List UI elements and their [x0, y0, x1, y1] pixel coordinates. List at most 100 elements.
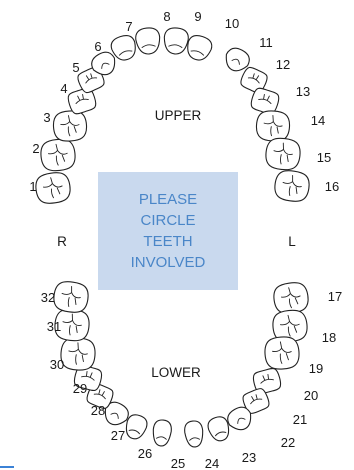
tooth-19[interactable] — [264, 336, 300, 370]
tooth-15-outline — [265, 137, 301, 171]
tooth-11-fissure — [231, 58, 240, 65]
teeth-group — [34, 27, 311, 448]
tooth-11[interactable] — [221, 45, 253, 76]
tooth-26[interactable] — [123, 412, 149, 441]
tooth-1-outline — [35, 172, 71, 204]
tooth-number-24: 24 — [205, 456, 219, 470]
tooth-23-fissure — [214, 431, 227, 437]
tooth-7-fissure — [118, 50, 133, 56]
tooth-number-23: 23 — [242, 450, 256, 465]
tooth-21[interactable] — [241, 387, 271, 416]
tooth-10[interactable] — [184, 33, 214, 63]
instruction-line: TEETH — [143, 233, 193, 250]
tooth-5-outline — [77, 66, 105, 94]
tooth-number-8: 8 — [163, 9, 170, 24]
tooth-8-outline — [135, 27, 161, 55]
tooth-number-20: 20 — [304, 388, 318, 403]
tooth-30-outline — [60, 337, 96, 371]
tooth-number-2: 2 — [32, 141, 39, 156]
tooth-3[interactable] — [52, 110, 88, 142]
tooth-30-fissure — [68, 342, 88, 365]
tooth-15[interactable] — [264, 137, 301, 171]
tooth-26-fissure — [128, 429, 141, 435]
tooth-number-30: 30 — [50, 357, 64, 372]
tooth-32[interactable] — [52, 280, 90, 314]
tooth-13[interactable] — [249, 86, 281, 115]
tooth-number-22: 22 — [281, 435, 295, 450]
tooth-20-fissure — [260, 374, 274, 384]
tooth-15-fissure — [273, 142, 293, 165]
tooth-30[interactable] — [60, 337, 96, 371]
tooth-number-28: 28 — [91, 403, 105, 418]
tooth-8[interactable] — [135, 27, 162, 55]
tooth-number-7: 7 — [125, 19, 132, 34]
tooth-10-fissure — [190, 50, 205, 56]
tooth-12[interactable] — [239, 65, 270, 94]
tooth-18-fissure — [280, 314, 300, 337]
edge-mark — [0, 466, 14, 468]
left-side-label: L — [288, 234, 296, 249]
tooth-13-fissure — [258, 93, 272, 104]
tooth-2-outline — [40, 138, 76, 172]
instruction-line: CIRCLE — [140, 212, 196, 229]
tooth-number-32: 32 — [41, 290, 55, 305]
tooth-14-outline — [255, 110, 291, 142]
right-side-label: R — [57, 234, 67, 249]
tooth-7[interactable] — [109, 33, 139, 63]
tooth-9-outline — [163, 27, 189, 55]
tooth-19-fissure — [272, 341, 292, 364]
tooth-number-25: 25 — [171, 456, 185, 470]
tooth-17-fissure — [280, 287, 301, 309]
tooth-3-outline — [52, 110, 88, 142]
tooth-14[interactable] — [255, 110, 291, 142]
tooth-1[interactable] — [34, 171, 72, 205]
tooth-number-14: 14 — [311, 113, 325, 128]
tooth-16-outline — [274, 170, 310, 202]
tooth-9[interactable] — [163, 27, 190, 55]
tooth-number-17: 17 — [328, 289, 342, 304]
tooth-number-29: 29 — [73, 381, 87, 396]
tooth-number-15: 15 — [317, 150, 331, 165]
tooth-25[interactable] — [152, 419, 173, 447]
tooth-number-10: 10 — [225, 16, 239, 31]
tooth-27-fissure — [110, 412, 119, 419]
tooth-number-5: 5 — [72, 60, 79, 75]
tooth-6-fissure — [101, 62, 110, 69]
tooth-16[interactable] — [273, 169, 311, 203]
tooth-31[interactable] — [53, 308, 90, 342]
tooth-22-fissure — [237, 417, 246, 424]
instruction-line: PLEASE — [138, 191, 198, 208]
tooth-number-19: 19 — [309, 361, 323, 376]
tooth-number-26: 26 — [138, 446, 152, 461]
tooth-5[interactable] — [76, 65, 107, 94]
tooth-32-outline — [53, 281, 89, 313]
tooth-25-fissure — [156, 436, 167, 440]
tooth-27[interactable] — [100, 398, 132, 429]
tooth-13-outline — [250, 87, 280, 115]
tooth-9-fissure — [168, 44, 183, 48]
tooth-25-outline — [152, 419, 172, 447]
tooth-2[interactable] — [39, 138, 76, 172]
tooth-number-27: 27 — [111, 428, 125, 443]
tooth-number-9: 9 — [194, 9, 201, 24]
tooth-16-fissure — [282, 175, 302, 196]
tooth-14-fissure — [263, 115, 283, 137]
tooth-number-12: 12 — [276, 57, 290, 72]
tooth-2-fissure — [48, 143, 68, 166]
tooth-number-6: 6 — [94, 39, 101, 54]
tooth-10-outline — [187, 34, 213, 61]
tooth-4[interactable] — [66, 86, 98, 115]
tooth-21-fissure — [250, 394, 263, 405]
tooth-21-outline — [242, 388, 270, 414]
tooth-number-18: 18 — [322, 330, 336, 345]
tooth-7-outline — [110, 34, 136, 61]
instruction-box: PLEASE CIRCLE TEETH INVOLVED — [98, 172, 238, 290]
tooth-26-outline — [125, 414, 148, 440]
lower-arch-label: LOWER — [151, 365, 201, 380]
tooth-number-31: 31 — [47, 319, 61, 334]
tooth-19-outline — [264, 336, 300, 370]
tooth-32-fissure — [61, 286, 81, 307]
tooth-23[interactable] — [206, 414, 232, 443]
tooth-24[interactable] — [184, 420, 205, 448]
